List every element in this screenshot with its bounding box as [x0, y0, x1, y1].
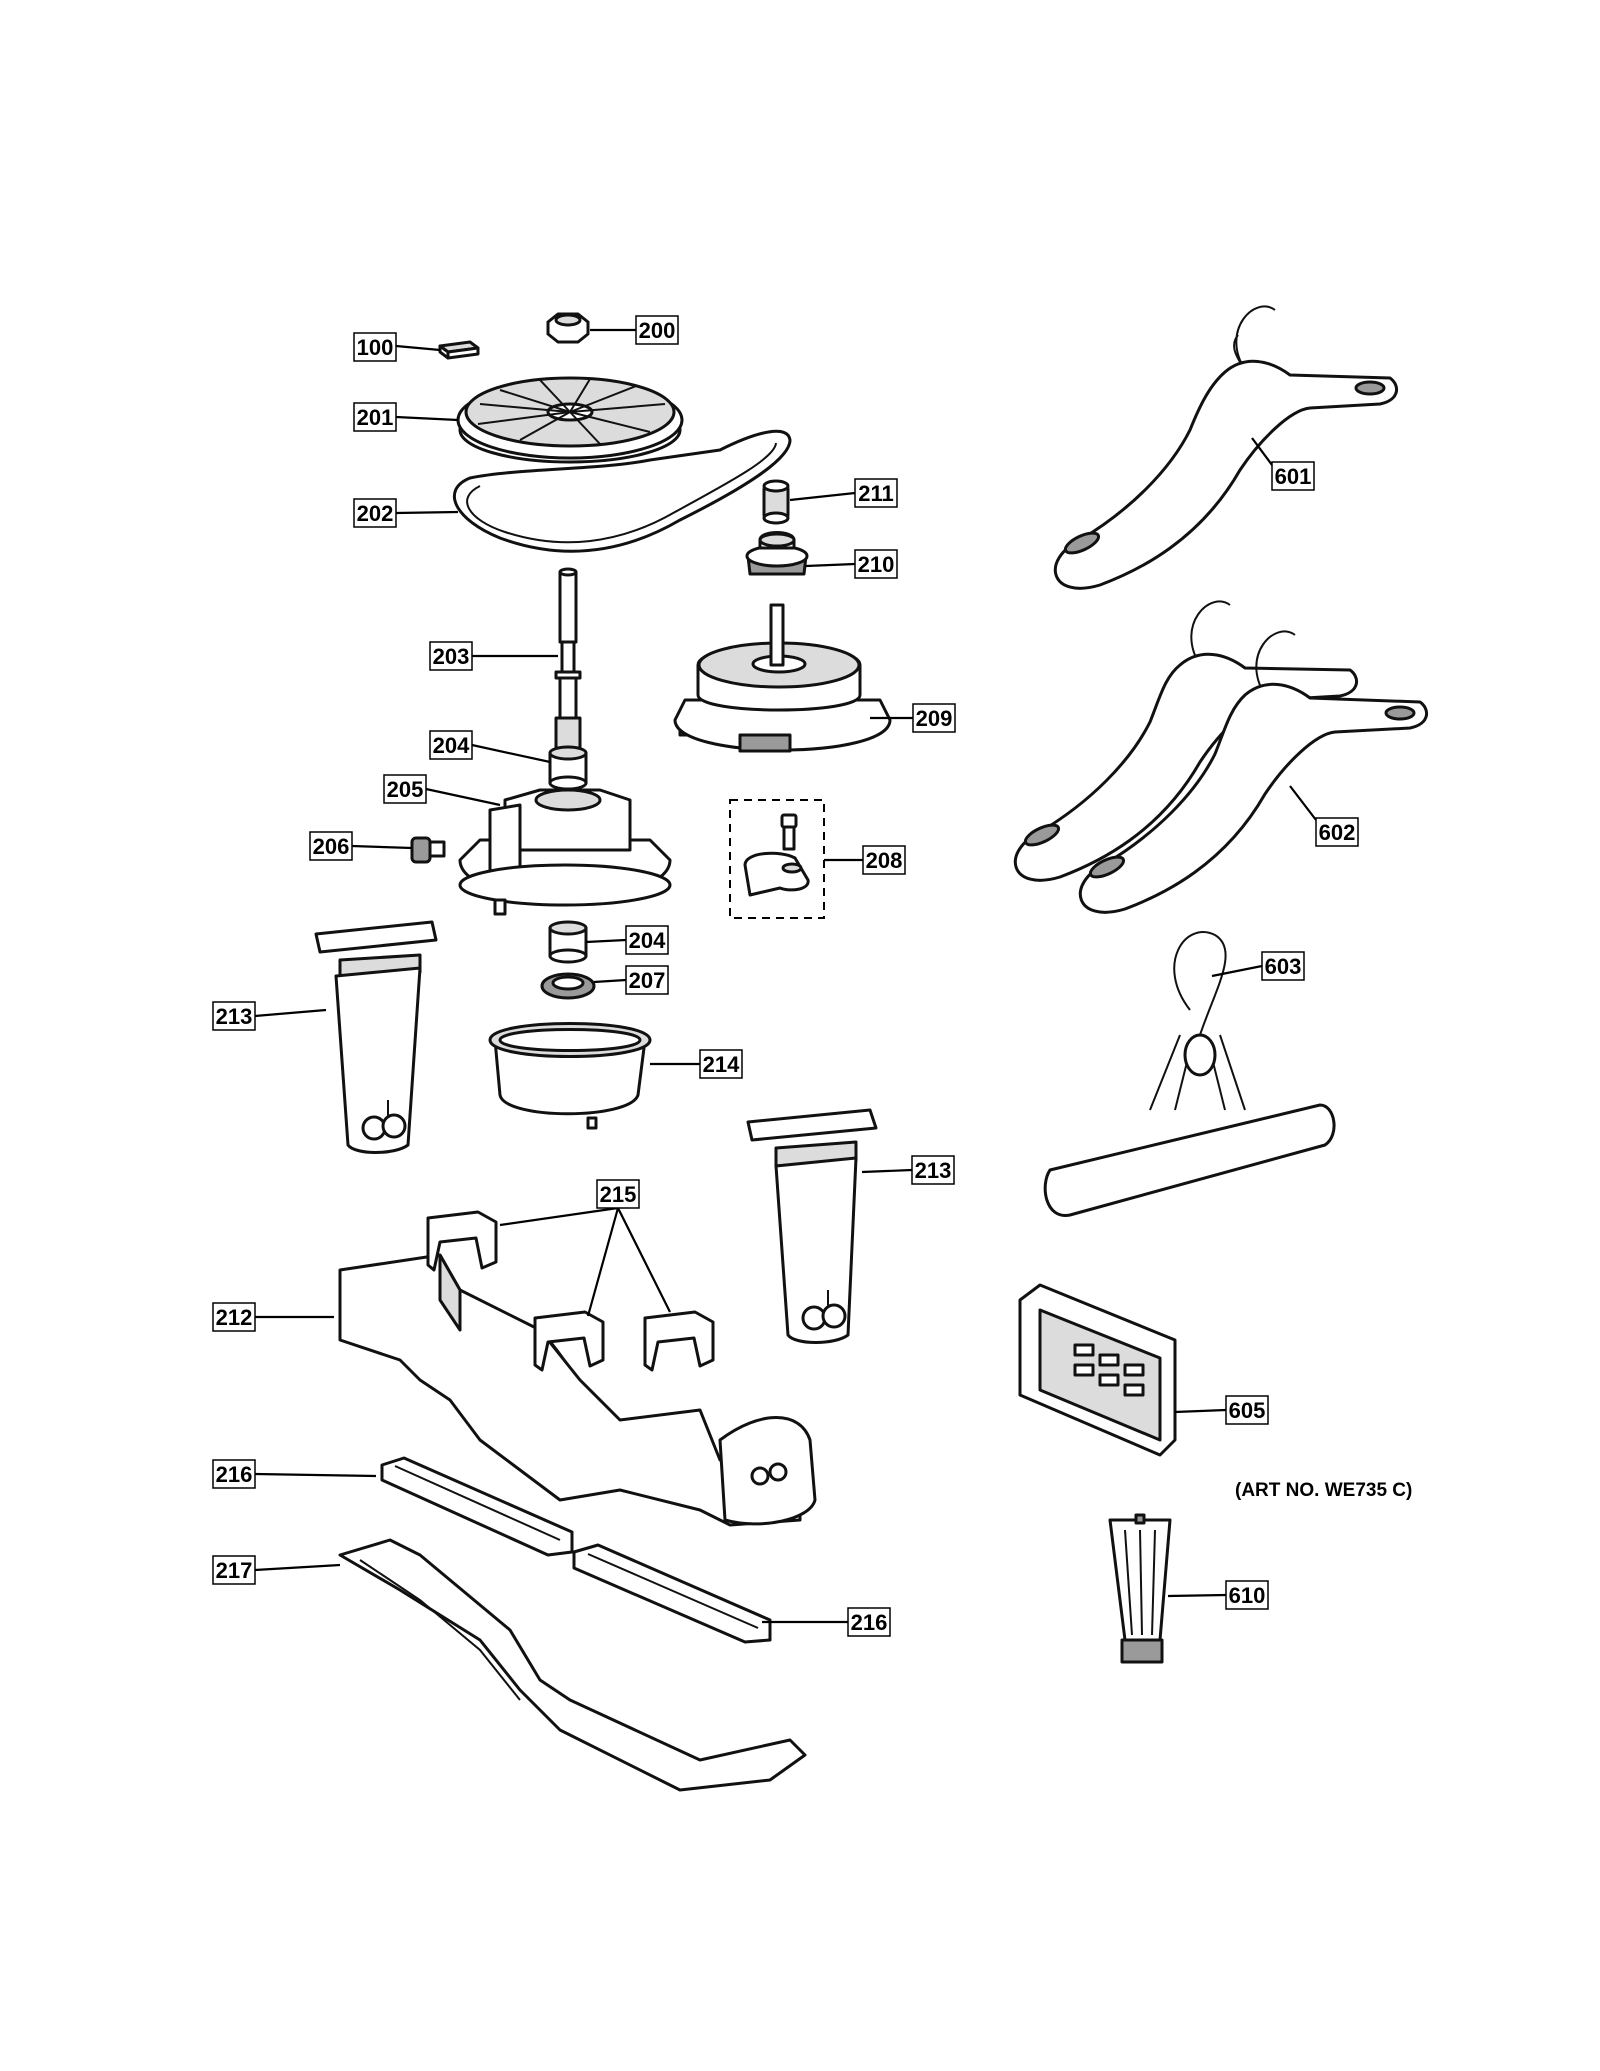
- callout-603: 603: [1261, 951, 1305, 981]
- svg-text:216: 216: [851, 1610, 888, 1635]
- part-215-clip-a: [426, 1210, 498, 1272]
- callout-601: 601: [1271, 461, 1315, 491]
- callout-209: 209: [912, 703, 956, 733]
- callout-206: 206: [309, 831, 353, 861]
- svg-text:204: 204: [629, 928, 666, 953]
- part-216-rail-upper: [380, 1456, 574, 1557]
- part-200-nut: [546, 312, 590, 344]
- part-210-hub: [745, 531, 809, 576]
- part-206-plug: [410, 836, 446, 864]
- callout-205: 205: [383, 774, 427, 804]
- svg-text:213: 213: [216, 1004, 253, 1029]
- svg-text:209: 209: [916, 706, 953, 731]
- svg-text:200: 200: [639, 318, 676, 343]
- callout-214: 214: [699, 1049, 743, 1079]
- callout-207: 207: [625, 965, 669, 995]
- callout-202: 202: [353, 498, 397, 528]
- part-601-hanger: [1053, 305, 1399, 590]
- svg-text:603: 603: [1265, 954, 1302, 979]
- part-207-seal: [540, 972, 596, 1000]
- svg-text:100: 100: [357, 335, 394, 360]
- svg-text:217: 217: [216, 1558, 253, 1583]
- callout-210: 210: [854, 549, 898, 579]
- svg-text:601: 601: [1275, 464, 1312, 489]
- callout-610: 610: [1225, 1580, 1269, 1610]
- svg-text:216: 216: [216, 1462, 253, 1487]
- part-212-base-frame: [338, 1253, 817, 1527]
- svg-text:212: 212: [216, 1305, 253, 1330]
- callout-201: 201: [353, 402, 397, 432]
- callout-216-upper: 216: [212, 1459, 256, 1489]
- svg-text:206: 206: [313, 834, 350, 859]
- part-216-rail-lower: [572, 1543, 772, 1644]
- svg-text:202: 202: [357, 501, 394, 526]
- callout-602: 602: [1315, 817, 1359, 847]
- svg-text:214: 214: [703, 1052, 740, 1077]
- callout-605: 605: [1225, 1395, 1269, 1425]
- callout-215: 215: [596, 1179, 640, 1209]
- svg-text:205: 205: [387, 777, 424, 802]
- svg-text:201: 201: [357, 405, 394, 430]
- part-605-filter-panel: [1018, 1283, 1177, 1457]
- callout-216-lower: 216: [847, 1607, 891, 1637]
- part-100-block: [438, 340, 480, 360]
- part-215-clip-c: [643, 1310, 715, 1372]
- part-203-shaft: [554, 567, 582, 756]
- callout-208: 208: [862, 845, 906, 875]
- part-215-clip-b: [533, 1310, 605, 1372]
- svg-text:215: 215: [600, 1182, 637, 1207]
- callout-200: 200: [635, 315, 679, 345]
- part-202-belt: [452, 429, 792, 553]
- svg-text:207: 207: [629, 968, 666, 993]
- callout-204-lower: 204: [625, 925, 669, 955]
- svg-text:602: 602: [1319, 820, 1356, 845]
- callout-203: 203: [429, 641, 473, 671]
- part-209-motor: [673, 603, 892, 753]
- svg-text:213: 213: [915, 1158, 952, 1183]
- svg-text:605: 605: [1229, 1398, 1266, 1423]
- callout-213-right: 213: [911, 1155, 955, 1185]
- part-603-pant-hanger: [1043, 931, 1336, 1217]
- part-217-tray: [338, 1538, 807, 1792]
- art-number: (ART NO. WE735 C): [1235, 1480, 1413, 1501]
- part-208-kit: [729, 799, 825, 919]
- svg-text:204: 204: [433, 733, 470, 758]
- callout-212: 212: [212, 1302, 256, 1332]
- part-201-pulley: [456, 376, 684, 464]
- callout-213-left: 213: [212, 1001, 256, 1031]
- part-213-channel-left: [314, 920, 438, 1154]
- svg-text:610: 610: [1229, 1583, 1266, 1608]
- part-204-bushing-lower: [548, 920, 588, 964]
- callout-204-top: 204: [429, 730, 473, 760]
- svg-text:210: 210: [858, 552, 895, 577]
- svg-text:211: 211: [858, 481, 894, 506]
- callout-211: 211: [854, 478, 898, 508]
- part-610-tube: [1108, 1513, 1172, 1664]
- callout-217: 217: [212, 1555, 256, 1585]
- part-211-cap: [762, 479, 790, 525]
- part-205-housing: [458, 788, 672, 916]
- part-602-hangers: [1013, 600, 1429, 914]
- callout-100: 100: [353, 332, 397, 362]
- svg-text:203: 203: [433, 644, 470, 669]
- leader-lines: [254, 328, 1317, 1624]
- part-213-channel-right: [746, 1108, 878, 1344]
- part-204-bushing-top: [548, 745, 588, 791]
- part-214-tub: [488, 1022, 652, 1130]
- svg-text:208: 208: [866, 848, 903, 873]
